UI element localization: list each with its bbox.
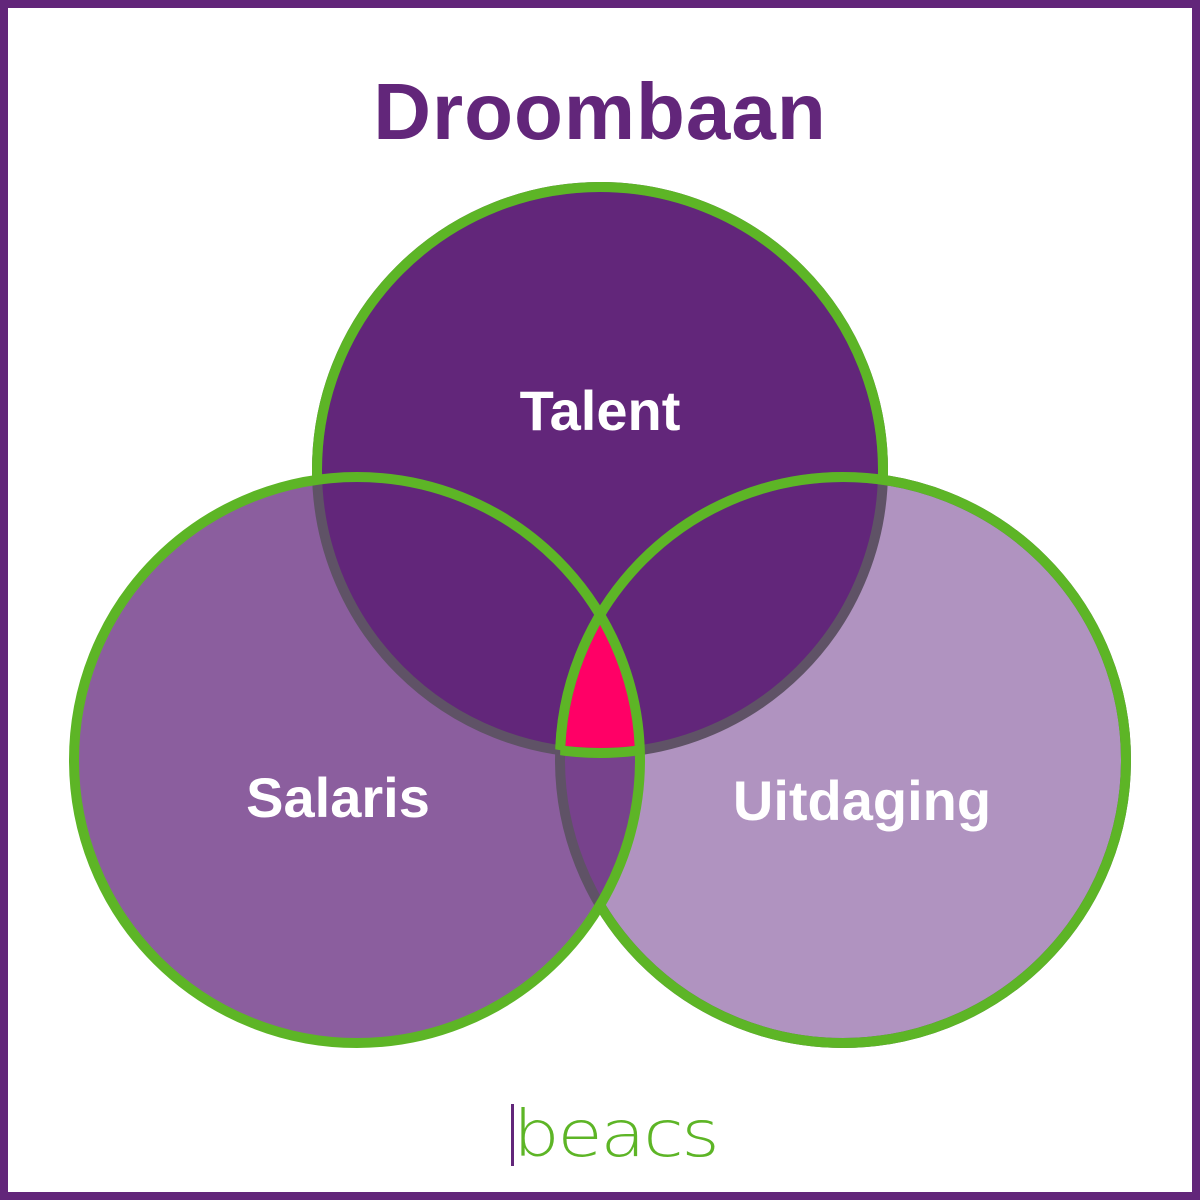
label-salaris: Salaris: [246, 766, 430, 829]
outline-salaris: [69, 472, 645, 1048]
logo-text: beacs: [513, 1098, 720, 1172]
label-talent: Talent: [520, 379, 681, 442]
logo-bar: [511, 1104, 514, 1166]
circle-talent: [317, 187, 883, 753]
diagram-title: Droombaan: [373, 67, 827, 156]
label-uitdaging: Uitdaging: [733, 769, 991, 832]
beacs-logo: beacs: [511, 1096, 720, 1167]
outline-talent: [312, 182, 888, 758]
outline-uitdaging: [555, 472, 1131, 1048]
